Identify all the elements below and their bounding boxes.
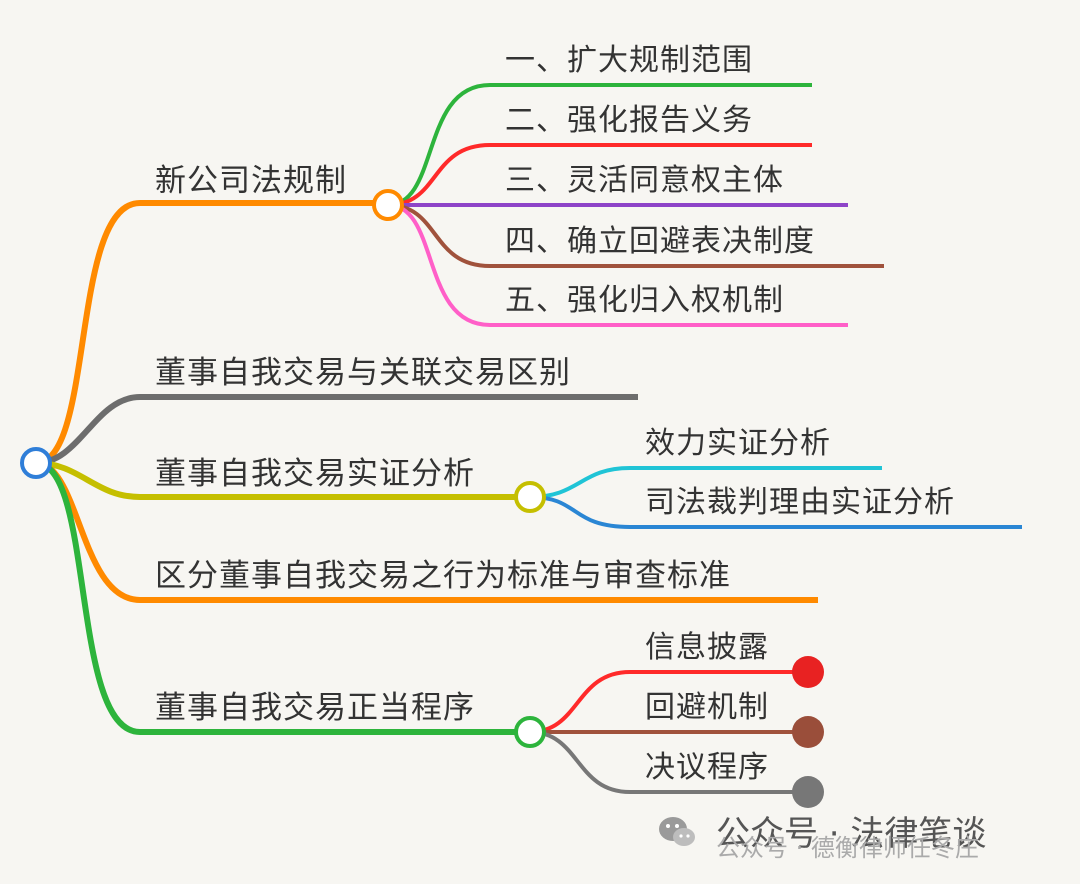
watermark-line-1: 公众号 · 法律笔谈 <box>716 814 987 854</box>
edge-root-branch-2 <box>35 394 638 466</box>
wechat-icon <box>659 817 695 846</box>
edge-b5-c3 <box>529 730 808 794</box>
edge-b1-c1 <box>387 83 812 207</box>
edge-b3-c2 <box>529 495 1022 529</box>
edge-b1-c2 <box>387 143 812 207</box>
child-label-1-2[interactable]: 二、强化报告义务 <box>505 103 753 138</box>
child-label-3-1[interactable]: 效力实证分析 <box>645 426 831 461</box>
child-label-1-5[interactable]: 五、强化归入权机制 <box>505 283 784 318</box>
branch-label-4[interactable]: 区分董事自我交易之行为标准与审查标准 <box>155 558 731 594</box>
leaf-dot-red <box>792 656 824 688</box>
edge-b3-c1 <box>529 466 882 499</box>
edge-b1-c4 <box>387 203 884 268</box>
child-label-5-1[interactable]: 信息披露 <box>645 630 769 665</box>
child-label-3-2[interactable]: 司法裁判理由实证分析 <box>645 485 955 520</box>
edge-root-branch-5 <box>35 460 528 735</box>
edge-b1-c5 <box>387 203 848 327</box>
child-label-1-4[interactable]: 四、确立回避表决制度 <box>505 224 815 259</box>
branch-5-node[interactable] <box>514 716 546 748</box>
child-label-1-3[interactable]: 三、灵活同意权主体 <box>505 163 784 198</box>
edge-b5-c1 <box>529 670 808 734</box>
watermark-line-2: 公众号 · 德衡律师任冬庄 <box>716 834 979 862</box>
child-label-5-2[interactable]: 回避机制 <box>645 690 769 725</box>
root-node[interactable] <box>20 447 52 479</box>
branch-label-2[interactable]: 董事自我交易与关联交易区别 <box>155 355 571 391</box>
branch-1-node[interactable] <box>372 189 404 221</box>
branch-label-1[interactable]: 新公司法规制 <box>155 163 347 199</box>
branch-label-3[interactable]: 董事自我交易实证分析 <box>155 456 475 492</box>
leaf-dot-brown <box>792 716 824 748</box>
child-label-1-1[interactable]: 一、扩大规制范围 <box>505 43 753 78</box>
edge-root-branch-1 <box>35 200 385 466</box>
leaf-dot-gray <box>792 776 824 808</box>
branch-label-5[interactable]: 董事自我交易正当程序 <box>155 690 475 726</box>
branch-3-node[interactable] <box>514 481 546 513</box>
child-label-5-3[interactable]: 决议程序 <box>645 750 769 785</box>
